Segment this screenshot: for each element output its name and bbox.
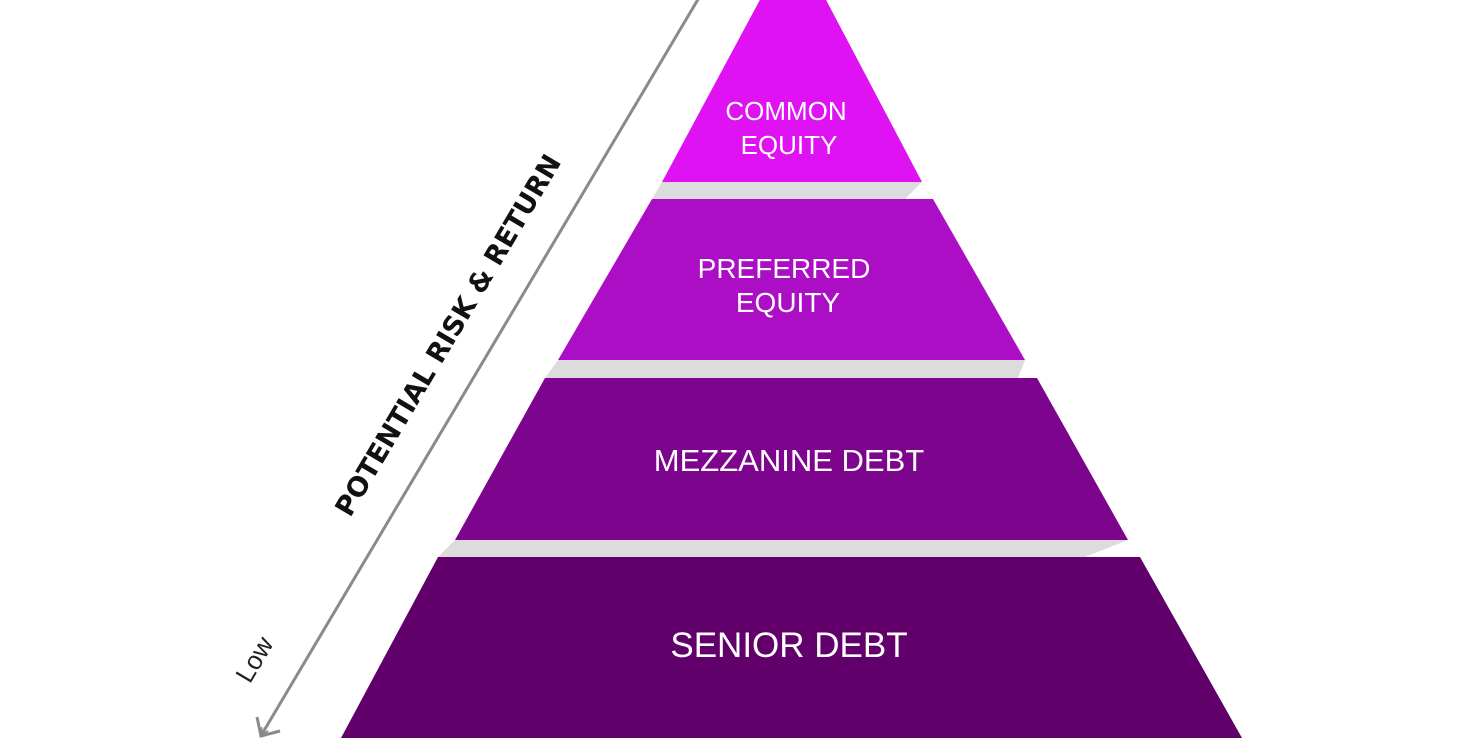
tier-mezzanine-debt [455, 378, 1128, 540]
separators [438, 182, 1128, 557]
separator-2 [545, 360, 1025, 378]
label-common-equity-line1: COMMON [725, 96, 846, 126]
axis-arrow-line [262, 0, 700, 734]
label-mezzanine-debt: MEZZANINE DEBT [654, 443, 924, 478]
label-common-equity-line2: EQUITY [741, 130, 838, 160]
tier-senior-debt [341, 557, 1242, 738]
tier-preferred-equity [558, 199, 1025, 360]
pyramid-tiers [341, 0, 1242, 738]
separator-3 [438, 540, 1128, 557]
tier-labels: COMMON EQUITY PREFERRED EQUITY MEZZANINE… [654, 96, 924, 665]
axis-low-label: Low [229, 631, 279, 688]
label-preferred-equity-line1: PREFERRED [698, 253, 871, 284]
label-senior-debt: SENIOR DEBT [670, 626, 907, 665]
axis-arrow-head-icon [255, 716, 281, 738]
label-preferred-equity-line2: EQUITY [736, 287, 841, 318]
separator-1 [652, 182, 922, 199]
tier-common-equity [662, 0, 922, 182]
